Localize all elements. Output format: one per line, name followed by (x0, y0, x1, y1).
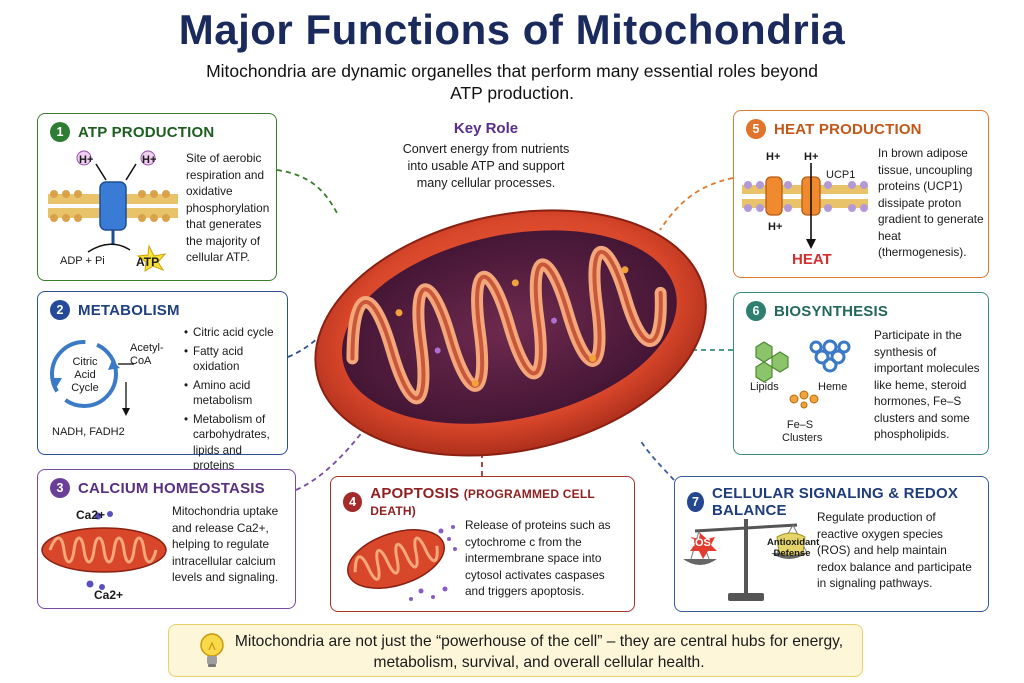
nadh-label: NADH, FADH2 (52, 426, 125, 438)
card-number: 4 (343, 492, 363, 512)
footer-banner: Mitochondria are not just the “powerhous… (168, 624, 863, 677)
card-title: CALCIUM HOMEOSTASIS (78, 479, 265, 497)
key-role-title: Key Role (453, 120, 519, 137)
card-heat-production: 5 HEAT PRODUCTION H+ H+ H+ UCP1 HEAT In … (733, 110, 989, 278)
fe-s-clusters-label: Fe–S Clusters (782, 419, 823, 444)
card-title: HEAT PRODUCTION (774, 120, 922, 138)
list-item: Metabolism of carbohydrates, lipids and … (184, 412, 284, 474)
citric-acid-cycle-illustration (50, 340, 134, 416)
card-cellular-signaling: 7 CELLULAR SIGNALING & REDOX BALANCE ROS… (674, 476, 989, 612)
card-description: In brown adipose tissue, uncoupling prot… (878, 146, 984, 259)
heme-label: Heme (818, 381, 848, 393)
card-number: 3 (50, 478, 70, 498)
lightbulb-icon (200, 633, 224, 667)
ros-label: ROS (687, 537, 711, 549)
footer-text: Mitochondria are not just the “powerhous… (234, 633, 844, 671)
page-subtitle: Mitochondria are dynamic organelles that… (206, 61, 818, 103)
card-atp-production: 1 ATP PRODUCTION H+ H+ ADP + Pi ATP Site… (37, 113, 277, 281)
card-number: 6 (746, 301, 766, 321)
key-role: Key Role Convert energy from nutrients i… (398, 120, 574, 192)
card-description: Participate in the synthesis of importan… (874, 328, 980, 441)
adp-label: ADP + Pi (60, 255, 105, 267)
h-plus-left-label: H+ (79, 154, 94, 166)
h-plus-label: H+ (766, 151, 781, 163)
atp-synthase-illustration (48, 150, 178, 272)
antioxidant-label: Antioxidant Defense (767, 537, 820, 559)
ucp1-label: UCP1 (826, 169, 856, 181)
card-title: APOPTOSIS (370, 485, 460, 502)
card-description: Release of proteins such as cytochrome c… (465, 518, 611, 598)
card-calcium-homeostasis: 3 CALCIUM HOMEOSTASIS Ca2+ Ca2+ Mitochon… (37, 469, 296, 609)
card-description: Regulate production of reactive oxygen s… (817, 510, 972, 590)
card-apoptosis: 4 APOPTOSIS (PROGRAMMED CELL DEATH) Rele… (330, 476, 635, 612)
card-number: 5 (746, 119, 766, 139)
mitochondrion-illustration (314, 209, 707, 457)
card-metabolism: 2 METABOLISM Citric Acid Cycle Acetyl-Co… (37, 291, 288, 472)
card-number: 7 (687, 492, 704, 512)
ca-bottom-label: Ca2+ (94, 588, 124, 602)
apoptosis-mitochondrion-illustration (347, 525, 457, 601)
card-title: ATP PRODUCTION (78, 123, 215, 141)
ca-top-label: Ca2+ (76, 508, 106, 522)
connector-metabolism (287, 337, 319, 358)
h-plus-right-label: H+ (142, 154, 157, 166)
balance-scale-illustration (683, 519, 808, 601)
list-item: Fatty acid oxidation (184, 344, 287, 375)
atp-label: ATP (136, 255, 160, 269)
connector-atp (276, 169, 339, 216)
heat-label: HEAT (792, 251, 832, 268)
connector-heat (659, 177, 734, 231)
ucp1-illustration (742, 163, 868, 249)
h-plus-label: H+ (804, 151, 819, 163)
acetyl-coa-label: Acetyl-CoA (130, 342, 164, 367)
card-number: 1 (50, 122, 70, 142)
list-item: Citric acid cycle (184, 325, 287, 341)
metabolism-list: Citric acid cycle Fatty acid oxidation A… (184, 325, 287, 477)
lipids-label: Lipids (750, 381, 779, 393)
card-title: METABOLISM (78, 301, 180, 319)
card-description: Mitochondria uptake and release Ca2+, he… (172, 504, 279, 584)
card-biosynthesis: 6 BIOSYNTHESIS Lipids Heme Fe–S Clusters… (733, 292, 989, 455)
citric-acid-cycle-label: Citric Acid Cycle (71, 356, 99, 394)
card-number: 2 (50, 300, 70, 320)
card-title-suffix: (PROGRAMMED CELL DEATH) (370, 487, 595, 518)
connector-signaling (639, 439, 675, 481)
card-description: Site of aerobic respiration and oxidativ… (186, 151, 270, 264)
page-title: Major Functions of Mitochondria (178, 6, 846, 53)
list-item: Amino acid metabolism (184, 378, 280, 409)
card-title: BIOSYNTHESIS (774, 302, 889, 320)
calcium-mitochondrion-illustration (41, 511, 167, 590)
biosynthesis-molecules-illustration (755, 339, 851, 409)
h-plus-label: H+ (768, 221, 783, 233)
card-title: CELLULAR SIGNALING & REDOX BALANCE (711, 485, 959, 519)
key-role-text: Convert energy from nutrients into usabl… (402, 142, 570, 190)
